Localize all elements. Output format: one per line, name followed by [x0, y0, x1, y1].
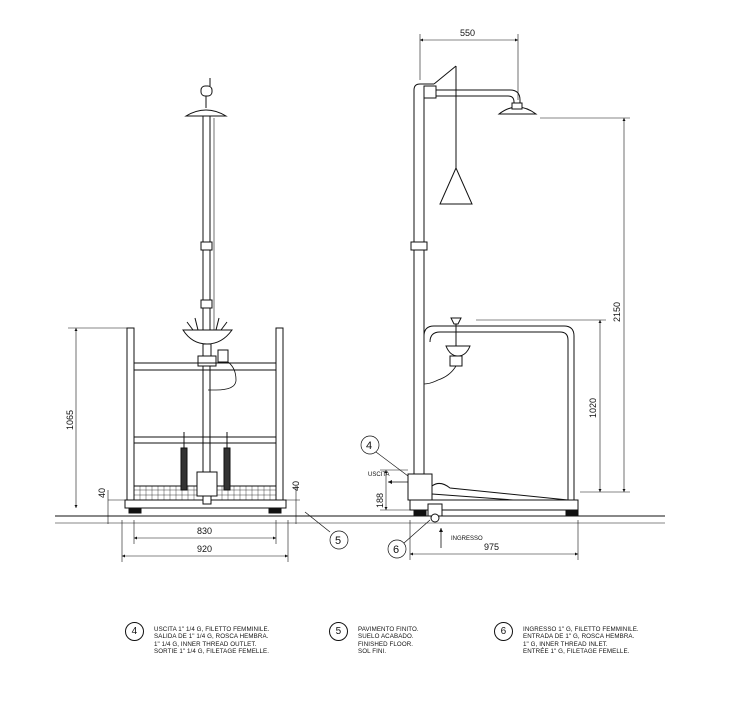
- legend-4-line-2: SALIDA DE 1" 1/4 G, ROSCA HEMBRA.: [154, 633, 269, 641]
- front-vertical-pipe: [200, 116, 215, 505]
- legend-4-line-3: 1" 1/4 G, INNER THREAD OUTLET.: [154, 640, 257, 648]
- legend-5-line-4: SOL FINI.: [358, 647, 387, 655]
- inlet-label: INGRESSO: [451, 536, 483, 542]
- front-total-width-dim: 920: [197, 544, 212, 554]
- callout-4: [360, 435, 409, 477]
- legend-5-line-3: FINISHED FLOOR.: [358, 640, 414, 648]
- front-dimension-lines: [68, 327, 300, 562]
- legend-5-line-1: PAVIMENTO FINITO.: [358, 626, 419, 633]
- side-depth-dim: 975: [484, 542, 499, 552]
- legend-6-line-4: ENTRÉE 1" G, FILETAGE FEMELLE.: [523, 647, 630, 655]
- side-view: [407, 65, 579, 523]
- legend-5-line-2: SUELO ACABADO.: [358, 633, 414, 641]
- front-inner-width-dim: 830: [197, 526, 212, 536]
- front-height-dim: 1065: [65, 410, 75, 430]
- legend-4-line-4: SORTIE 1" 1/4 G, FILETAGE FEMELLE.: [154, 647, 270, 655]
- callout-6: [387, 519, 431, 559]
- side-eyewash-height-dim: 1020: [588, 398, 598, 418]
- callout-4-number: 4: [366, 440, 372, 452]
- callout-5-number: 5: [335, 535, 341, 547]
- legend-6-number: 6: [494, 622, 513, 641]
- front-view: [124, 78, 287, 514]
- legend-5-number: 5: [329, 622, 348, 641]
- legend-6-line-3: 1" G, INNER THREAD INLET.: [523, 640, 608, 648]
- front-shower-head: [184, 78, 228, 117]
- front-left-base-dim: 40: [97, 488, 107, 498]
- legend-4-number: 4: [125, 622, 144, 641]
- front-eyewash-bowl: [182, 317, 237, 391]
- callout-5: [304, 511, 349, 550]
- side-arm-dim: 550: [460, 28, 475, 38]
- legend-4-line-1: USCITA 1" 1/4 G, FILETTO FEMMINILE.: [154, 626, 270, 633]
- legend-6-line-1: INGRESSO 1" G, FILETTO FEMMINILE.: [523, 626, 639, 633]
- side-shower-height-dim: 2150: [612, 302, 622, 322]
- front-frame: [124, 327, 287, 514]
- side-dimension-lines: [380, 34, 630, 560]
- legend-6-line-2: ENTRADA DE 1" G, ROSCA HEMBRA.: [523, 633, 635, 641]
- outlet-label: USCITA: [368, 472, 390, 478]
- front-right-base-dim: 40: [291, 481, 301, 491]
- finished-floor: [55, 515, 665, 524]
- side-base-dim: 188: [375, 493, 385, 508]
- callout-6-number: 6: [393, 544, 399, 556]
